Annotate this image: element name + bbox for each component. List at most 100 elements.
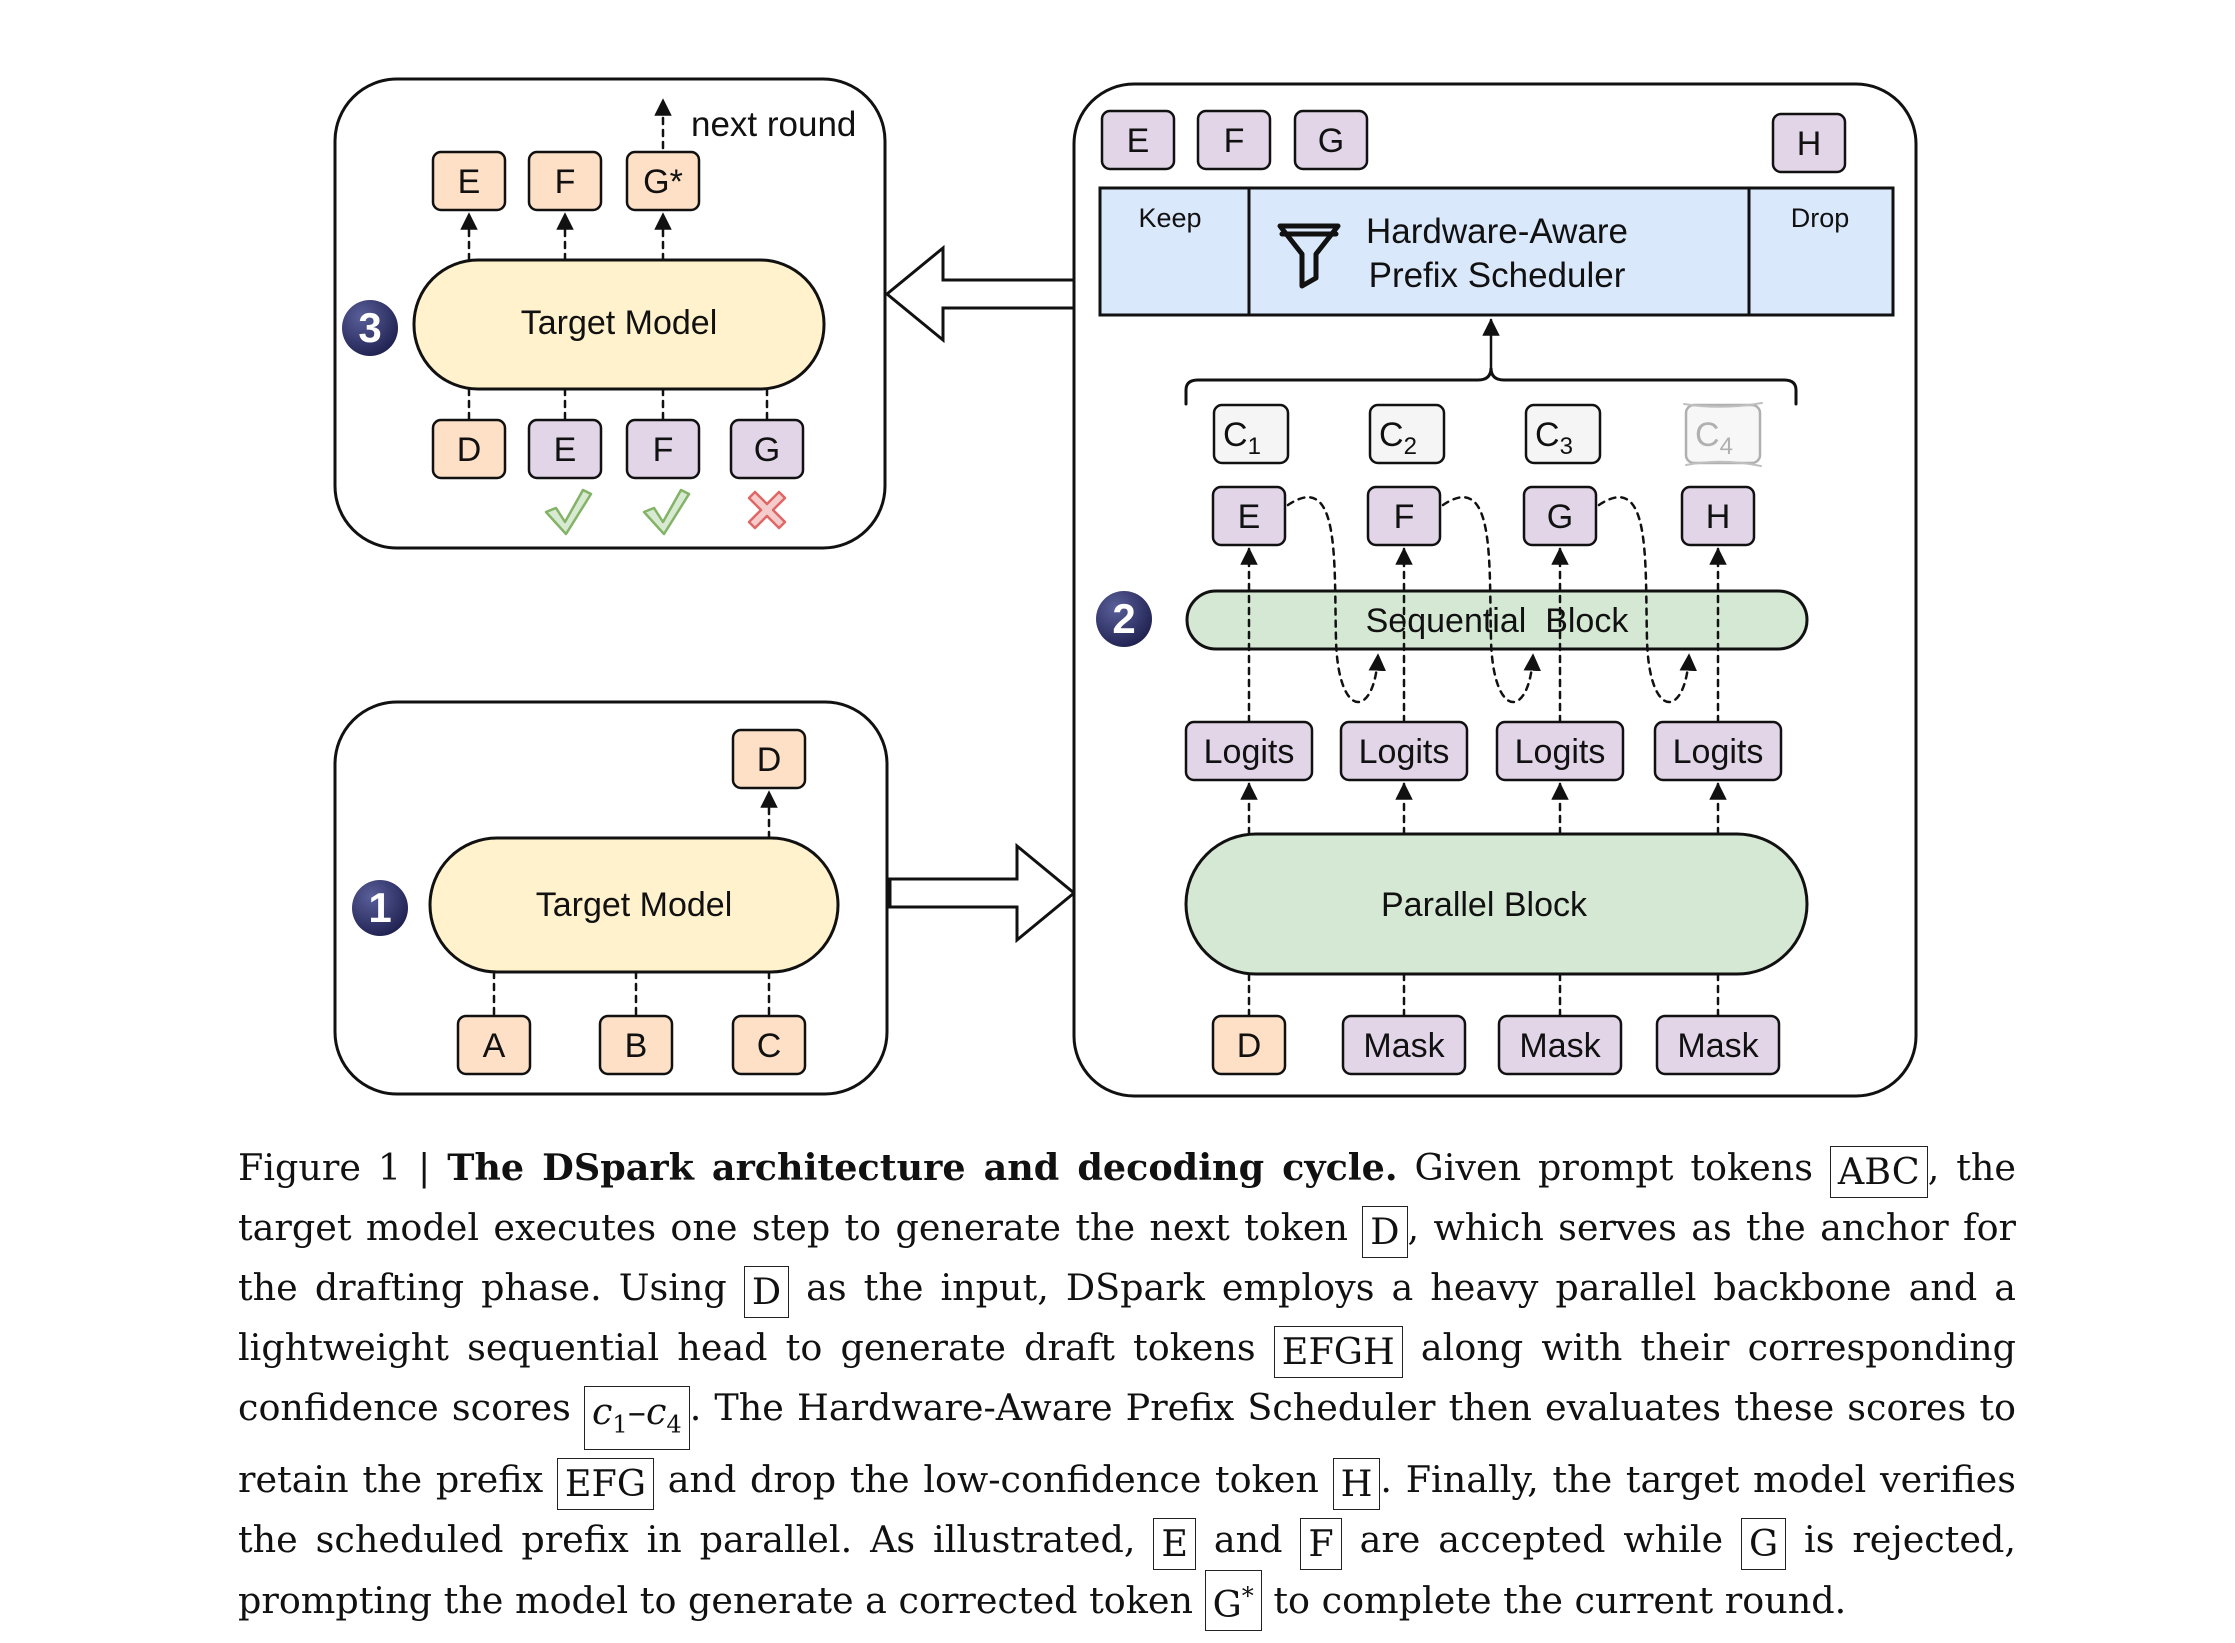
svg-text:3: 3	[358, 304, 381, 351]
token-box: c1–c4	[583, 1386, 690, 1451]
draft-token-H: H	[1680, 485, 1756, 547]
funnel-icon	[1277, 223, 1341, 289]
token-box: E	[1153, 1518, 1196, 1571]
svg-text:E: E	[1238, 498, 1261, 536]
logits-2: Logits	[1339, 720, 1469, 782]
verify-output-F: F	[527, 150, 603, 212]
svg-text:Target Model: Target Model	[536, 886, 733, 924]
svg-text:G: G	[754, 431, 780, 469]
svg-text:C4: C4	[1695, 416, 1733, 460]
kept-token-F: F	[1196, 109, 1272, 171]
draft-input-D: D	[1211, 1014, 1287, 1076]
token-box: D	[743, 1266, 790, 1318]
prompt-token-A: A	[456, 1014, 532, 1076]
prompt-token-C: C	[731, 1014, 807, 1076]
svg-text:D: D	[757, 741, 782, 779]
prefill-target-model: Target Model	[428, 836, 840, 974]
mask-token-3: Mask	[1655, 1014, 1781, 1076]
svg-text:E: E	[458, 163, 481, 201]
logits-4: Logits	[1653, 720, 1783, 782]
svg-text:2: 2	[1112, 595, 1135, 642]
verify-input-E: E	[527, 418, 603, 480]
confidence-c2: C2	[1368, 403, 1446, 465]
flow-arrow-right	[888, 842, 1077, 944]
token-box: G	[1741, 1518, 1787, 1571]
svg-text:Logits: Logits	[1359, 733, 1450, 771]
verify-input-F: F	[625, 418, 701, 480]
svg-text:E: E	[554, 431, 577, 469]
draft-token-E: E	[1211, 485, 1287, 547]
svg-text:Logits: Logits	[1673, 733, 1764, 771]
token-box: ABC	[1829, 1146, 1928, 1198]
kept-token-G: G	[1293, 109, 1369, 171]
svg-text:G: G	[1318, 122, 1344, 160]
verify-output-G-star: G*	[625, 150, 701, 212]
svg-text:D: D	[1237, 1027, 1262, 1065]
draft-token-F: F	[1366, 485, 1442, 547]
verify-target-model: Target Model	[412, 258, 826, 391]
svg-text:C3: C3	[1535, 416, 1573, 460]
svg-text:G: G	[1547, 498, 1573, 536]
confidence-c3: C3	[1524, 403, 1602, 465]
svg-text:Mask: Mask	[1519, 1027, 1601, 1065]
confidence-brace	[1184, 367, 1798, 406]
svg-text:Parallel Block: Parallel Block	[1381, 886, 1588, 924]
accept-check-icon	[642, 488, 691, 536]
svg-text:F: F	[555, 163, 576, 201]
token-box: EFG	[556, 1458, 654, 1511]
prompt-token-B: B	[598, 1014, 674, 1076]
token-box: F	[1300, 1518, 1342, 1571]
prefix-scheduler: Keep Drop Hardware-Aware Prefix Schedule…	[1098, 186, 1895, 317]
token-box: D	[1362, 1206, 1408, 1258]
svg-text:F: F	[1224, 122, 1245, 160]
svg-text:G*: G*	[643, 163, 683, 201]
verify-input-G: G	[729, 418, 805, 480]
figure-caption: Figure 1 | The DSpark architecture and d…	[238, 1138, 2016, 1632]
drop-label: Drop	[1791, 203, 1850, 233]
architecture-diagram: next round E F G* 3 Target Model	[333, 77, 1918, 1098]
step-badge-3: 3	[342, 300, 398, 356]
parallel-block: Parallel Block	[1184, 832, 1809, 976]
token-box: EFGH	[1273, 1326, 1403, 1378]
verify-output-E: E	[431, 150, 507, 212]
token-box: H	[1332, 1458, 1381, 1511]
svg-text:D: D	[457, 431, 482, 469]
svg-text:Sequential Block: Sequential Block	[1366, 602, 1630, 640]
flow-arrow-left	[884, 244, 1076, 344]
svg-text:A: A	[483, 1027, 506, 1065]
svg-text:Prefix Scheduler: Prefix Scheduler	[1369, 256, 1626, 295]
step-badge-1: 1	[352, 880, 408, 936]
svg-text:E: E	[1127, 122, 1150, 160]
verify-input-D: D	[431, 418, 507, 480]
confidence-c1: C1	[1212, 403, 1290, 465]
svg-text:C: C	[757, 1027, 782, 1065]
svg-text:F: F	[1394, 498, 1415, 536]
keep-label: Keep	[1138, 203, 1201, 233]
figure-label: Figure 1 |	[238, 1146, 448, 1189]
svg-text:C1: C1	[1223, 416, 1261, 460]
mask-token-1: Mask	[1341, 1014, 1467, 1076]
mask-token-2: Mask	[1497, 1014, 1623, 1076]
svg-text:C2: C2	[1379, 416, 1417, 460]
draft-token-G: G	[1522, 485, 1598, 547]
accept-check-icon	[544, 488, 593, 536]
svg-text:Target Model: Target Model	[521, 304, 718, 342]
token-box: G*	[1204, 1570, 1262, 1632]
dropped-token-H: H	[1771, 112, 1847, 174]
svg-text:H: H	[1797, 125, 1822, 163]
svg-text:B: B	[625, 1027, 648, 1065]
next-round-label: next round	[691, 105, 856, 144]
kept-token-E: E	[1100, 109, 1176, 171]
logits-1: Logits	[1184, 720, 1314, 782]
reject-cross-icon	[747, 490, 787, 530]
prefill-output-D: D	[731, 728, 807, 790]
svg-text:F: F	[653, 431, 674, 469]
svg-text:Mask: Mask	[1363, 1027, 1445, 1065]
svg-text:Mask: Mask	[1677, 1027, 1759, 1065]
svg-text:Logits: Logits	[1204, 733, 1295, 771]
svg-text:Logits: Logits	[1515, 733, 1606, 771]
confidence-c4-dropped: C4	[1683, 402, 1763, 467]
logits-3: Logits	[1495, 720, 1625, 782]
svg-text:Hardware-Aware: Hardware-Aware	[1366, 212, 1628, 251]
svg-text:1: 1	[368, 884, 391, 931]
